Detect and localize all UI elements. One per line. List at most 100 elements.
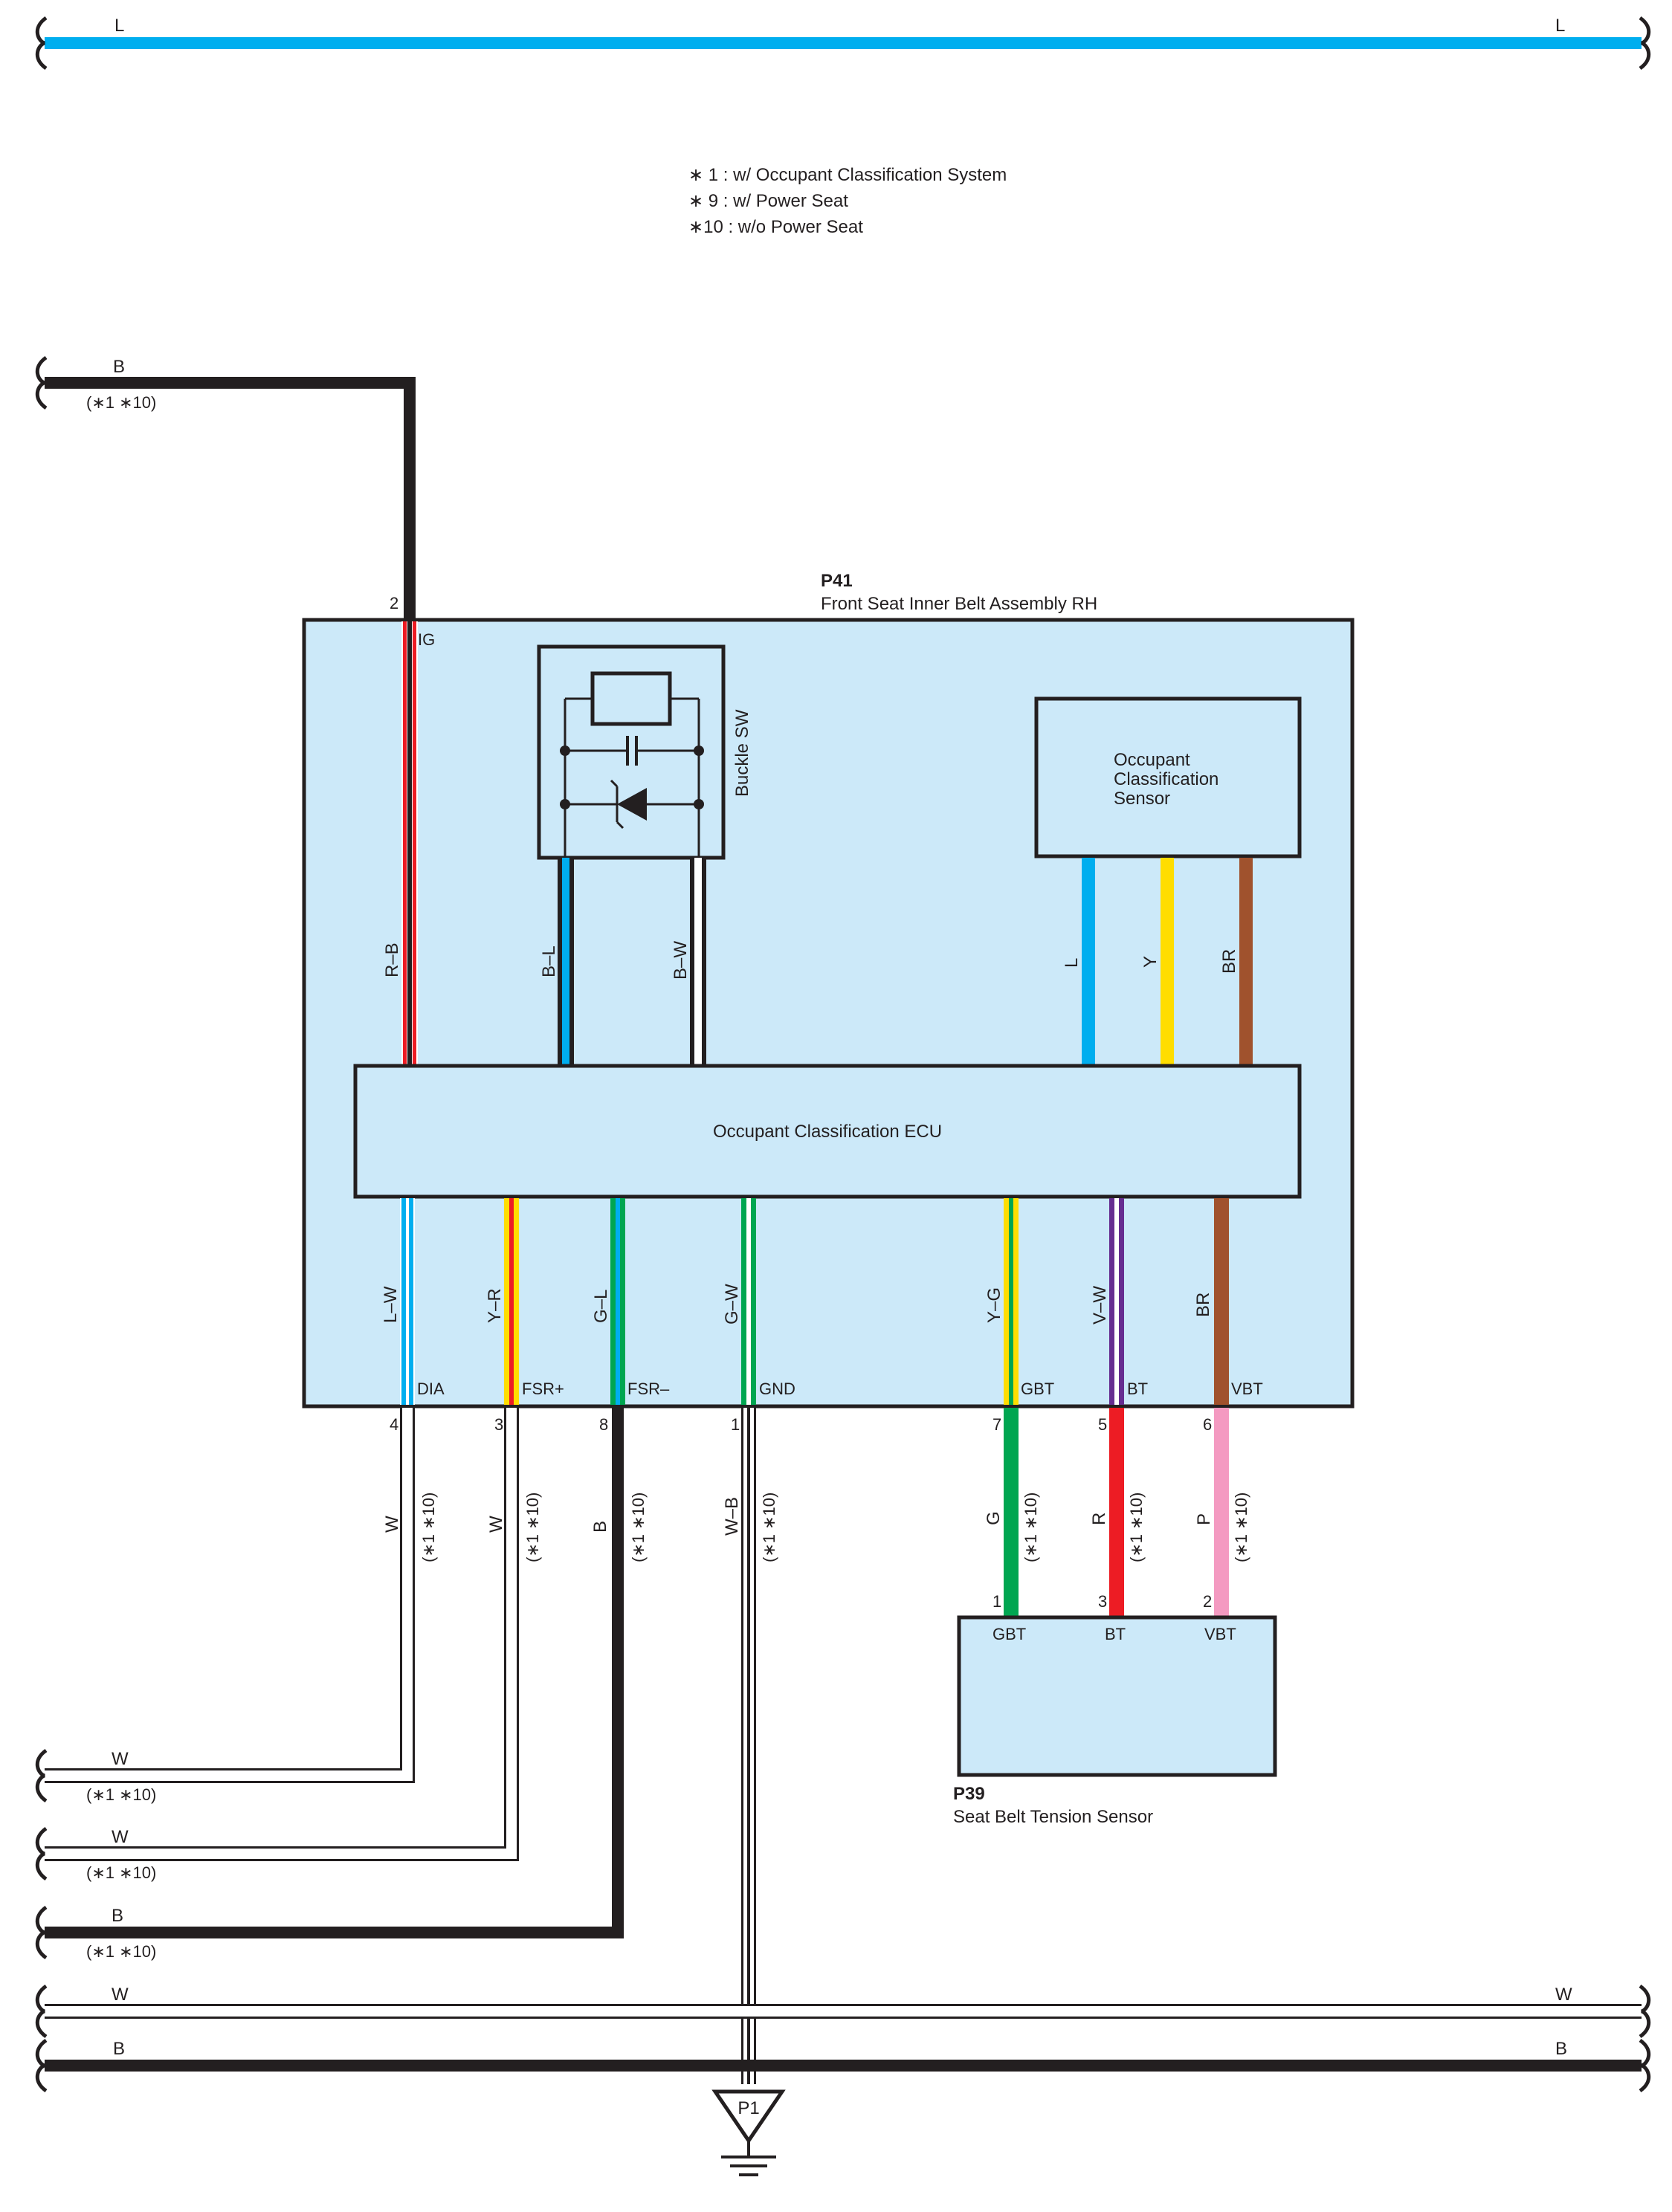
wire-b-l	[558, 858, 574, 1067]
notes: ∗ 1 : w/ Occupant Classification System …	[688, 165, 1007, 237]
ext-wire-w-pin4-cond: (∗1 ∗10)	[419, 1493, 438, 1562]
ecu-label: Occupant Classification ECU	[713, 1122, 942, 1142]
wire-b-w-label: B–W	[671, 941, 691, 980]
pin-fsr-minus-label: FSR–	[627, 1380, 670, 1398]
wire-g-l	[610, 1198, 625, 1405]
wire-g-w	[741, 1198, 756, 1405]
pin-fsr-plus-label: FSR+	[522, 1380, 564, 1398]
ig-feed-cond: (∗1 ∗10)	[86, 393, 156, 412]
wire-y-g-label: Y–G	[984, 1287, 1004, 1323]
pin-gbt-number: 7	[992, 1415, 1001, 1434]
p41-assembly: P41 Front Seat Inner Belt Assembly RH 2 …	[302, 571, 1355, 1434]
ext-wire-w-pin4-label: W	[382, 1516, 402, 1533]
ext-wire-r-label: R	[1089, 1513, 1109, 1525]
ext-wire-r	[1109, 1408, 1124, 1617]
ext-wire-w-b-label: W–B	[722, 1497, 742, 1536]
bottom-bus-b-left-label: B	[113, 2039, 125, 2059]
pin-ig-number: 2	[390, 594, 398, 612]
bottom-bus-w-right-label: W	[1555, 1985, 1572, 2005]
left-break-mark	[35, 16, 48, 71]
wire-y-r-label: Y–R	[485, 1288, 505, 1323]
p39-seat-belt-tension-sensor: GBT BT VBT 1 3 2 P39 Seat Belt Tension S…	[953, 1592, 1277, 1827]
wire-r-b	[401, 621, 418, 1067]
p39-pin-vbt-number: 2	[1203, 1592, 1212, 1611]
buckle-resistor	[590, 671, 672, 726]
left-connector-3-cond: (∗1 ∗10)	[86, 1942, 156, 1961]
ext-wire-g-cond: (∗1 ∗10)	[1021, 1493, 1040, 1562]
p39-pin-gbt-number: 1	[992, 1592, 1001, 1611]
wire-r-b-label: R–B	[382, 942, 402, 977]
wire-br-lower-label: BR	[1193, 1293, 1213, 1317]
ext-wire-p-cond: (∗1 ∗10)	[1232, 1493, 1250, 1562]
note-9: ∗ 9 : w/ Power Seat	[688, 191, 848, 211]
ig-feed-wire	[45, 377, 416, 618]
ecu-box	[353, 1064, 1302, 1199]
left-connector-2: W (∗1 ∗10)	[35, 1826, 156, 1882]
p39-name: Seat Belt Tension Sensor	[953, 1807, 1153, 1827]
p39-pin-vbt-label: VBT	[1204, 1625, 1236, 1643]
wire-y-label: Y	[1140, 956, 1161, 968]
wire-b-w	[690, 858, 706, 1067]
wire-l-label: L	[1062, 958, 1082, 968]
bus-l-left-label: L	[114, 16, 124, 36]
p41-name: Front Seat Inner Belt Assembly RH	[821, 594, 1097, 614]
bus-l-right-label: L	[1555, 16, 1565, 36]
pin-dia-number: 4	[390, 1415, 398, 1434]
wire-y-g	[1004, 1198, 1019, 1405]
bottom-bus-w-left-label: W	[112, 1985, 129, 2005]
wire-g-l-label: G–L	[591, 1290, 611, 1323]
left-connector-3-color: B	[112, 1906, 123, 1926]
bottom-bus-w: W W	[35, 1984, 1651, 2039]
p39-code: P39	[953, 1784, 985, 1804]
wire-br-lower	[1214, 1198, 1229, 1405]
ext-wire-b-pin8-label: B	[590, 1521, 610, 1533]
note-10: ∗10 : w/o Power Seat	[688, 217, 863, 237]
ground-triangle	[711, 2089, 786, 2144]
p39-pin-bt-label: BT	[1105, 1625, 1126, 1643]
ext-wire-w-pin3-label: W	[486, 1516, 506, 1533]
buckle-switch: Buckle SW	[537, 644, 752, 860]
pin-ig-label: IG	[418, 630, 435, 649]
ext-wire-w-pin4	[45, 1408, 415, 1783]
pin-vbt-number: 6	[1203, 1415, 1212, 1434]
left-connector-1-cond: (∗1 ∗10)	[86, 1785, 156, 1804]
pin-dia-label: DIA	[417, 1380, 445, 1398]
left-connector-1: W (∗1 ∗10)	[35, 1748, 156, 1804]
left-connector-2-color: W	[112, 1827, 129, 1847]
left-connector-3: B (∗1 ∗10)	[35, 1905, 156, 1961]
wire-g-w-label: G–W	[722, 1284, 742, 1325]
wire-br-upper-label: BR	[1219, 949, 1239, 974]
ext-wire-p-label: P	[1194, 1513, 1214, 1525]
wire-br-upper	[1239, 858, 1253, 1067]
left-connector-1-color: W	[112, 1749, 129, 1769]
wire-v-w-label: V–W	[1090, 1286, 1110, 1325]
occupant-classification-sensor: Occupant Classification Sensor	[1034, 696, 1302, 858]
pin-bt-number: 5	[1098, 1415, 1107, 1434]
ext-wire-w-pin3	[45, 1408, 519, 1861]
p39-box	[957, 1615, 1277, 1777]
ocs-label-line1: Occupant	[1114, 750, 1190, 770]
wire-y-r	[504, 1198, 519, 1405]
buckle-diode	[617, 788, 647, 821]
wire-l-w-label: L–W	[381, 1286, 401, 1323]
ext-wire-w-b-gnd	[741, 1408, 756, 2084]
ext-wire-g-label: G	[984, 1511, 1004, 1525]
bottom-bus-b-right-label: B	[1555, 2039, 1567, 2059]
p41-code: P41	[821, 571, 853, 591]
ig-feed: B (∗1 ∗10)	[35, 355, 416, 618]
wire-b-l-label: B–L	[539, 945, 559, 977]
left-connector-2-cond: (∗1 ∗10)	[86, 1863, 156, 1882]
wire-v-w	[1109, 1198, 1124, 1405]
top-bus-l: L L	[35, 16, 1651, 71]
occupant-classification-ecu: Occupant Classification ECU	[353, 1064, 1302, 1199]
buckle-switch-label: Buckle SW	[732, 709, 752, 797]
ig-feed-color: B	[113, 357, 125, 377]
ig-break-mark	[35, 355, 48, 410]
pin-fsr-plus-number: 3	[494, 1415, 503, 1434]
pin-gnd-label: GND	[759, 1380, 795, 1398]
pin-bt-label: BT	[1127, 1380, 1148, 1398]
ground-p1: P1	[711, 2089, 786, 2176]
pin-fsr-minus-number: 8	[599, 1415, 608, 1434]
ext-wire-w-pin3-cond: (∗1 ∗10)	[523, 1493, 542, 1562]
ext-wire-b-pin8	[45, 1408, 624, 1938]
